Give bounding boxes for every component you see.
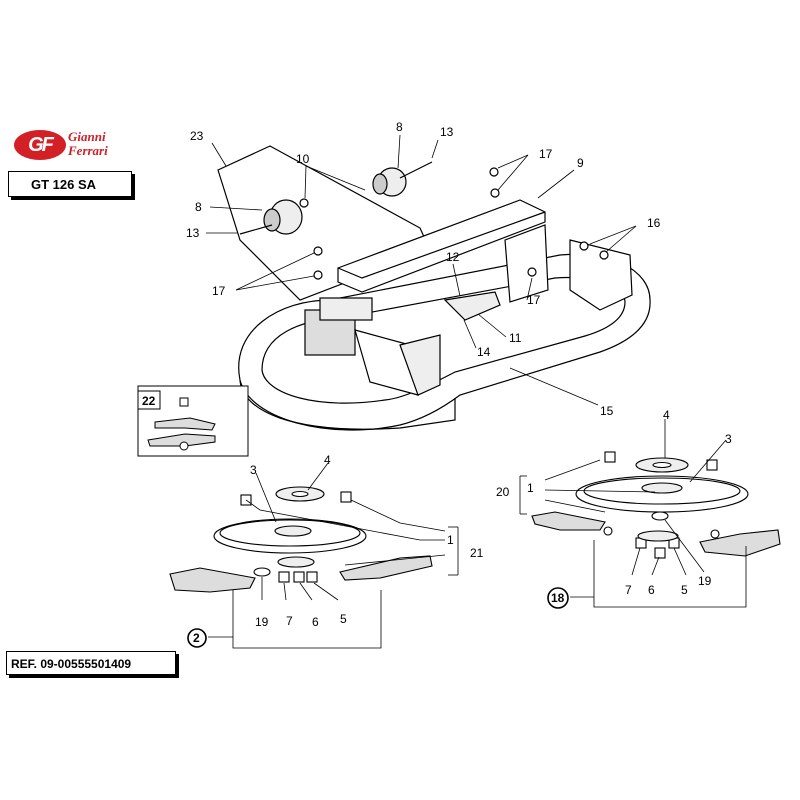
label-17-top: 17: [539, 147, 553, 161]
adjust-lever: [443, 291, 501, 321]
label-5-left: 5: [340, 612, 347, 626]
label-3-right: 3: [725, 432, 732, 446]
label-14: 14: [477, 345, 491, 359]
right-blade-assembly: [531, 451, 781, 559]
brand-logo: GF Gianni Ferrari: [14, 128, 124, 164]
label-6-left: 6: [312, 615, 319, 629]
right-bolt-c: [603, 526, 613, 536]
logo-mark-icon: GF: [14, 130, 66, 160]
inset-22-tag: [137, 390, 161, 410]
right-pulley-outer: [575, 475, 749, 513]
label-21: 21: [470, 546, 484, 560]
label-2: 2: [193, 631, 200, 645]
label-1-left: 1: [447, 533, 454, 547]
left-flange: [277, 556, 315, 568]
callout-circle-18: [547, 587, 569, 609]
label-12: 12: [446, 250, 460, 264]
label-6-right: 6: [648, 583, 655, 597]
label-17-right: 17: [527, 293, 541, 307]
nut-17c: [313, 246, 323, 256]
model-title: GT 126 SA: [8, 171, 132, 197]
left-blade-right: [339, 555, 433, 581]
label-8-left: 8: [195, 200, 202, 214]
nut-17b: [490, 188, 500, 198]
roller-right-face: [372, 173, 388, 195]
label-11: 11: [509, 331, 522, 345]
brand-name-line1: Gianni: [68, 129, 106, 144]
pin-13-left: [239, 224, 273, 235]
nut-10: [299, 198, 309, 208]
left-nut-5: [306, 571, 318, 583]
left-pulley-hub: [274, 525, 312, 537]
inset-nut: [179, 441, 189, 451]
gearbox-cap: [319, 297, 373, 321]
label-22: 22: [142, 394, 156, 408]
brand-name-line2: Ferrari: [68, 143, 108, 158]
right-flange: [637, 530, 679, 542]
label-7-right: 7: [625, 583, 632, 597]
part-labels: 23 8 13 10 17 9 8 13 16 12 17 17 11 14 1…: [142, 120, 732, 645]
right-washer-19: [651, 511, 669, 521]
inset-blade-upper: [154, 417, 216, 431]
right-bolt-b: [706, 459, 718, 471]
inset-blade-lower: [147, 433, 216, 447]
left-washer-19: [253, 567, 271, 577]
inset-22: [137, 385, 249, 457]
label-17-left: 17: [212, 284, 226, 298]
label-23: 23: [190, 129, 204, 143]
left-blade-assembly: [169, 486, 433, 593]
label-3-left: 3: [250, 463, 257, 477]
label-9: 9: [577, 156, 584, 170]
label-4-left: 4: [324, 453, 331, 467]
right-wheel-bracket: [569, 239, 633, 311]
inset-bolt: [179, 397, 189, 407]
label-19-right: 19: [698, 574, 712, 588]
nut-17e: [527, 267, 537, 277]
nut-17a: [489, 167, 499, 177]
right-pulley-hub: [641, 482, 683, 494]
label-5-right: 5: [681, 583, 688, 597]
label-18: 18: [551, 591, 565, 605]
right-bolt-d: [710, 529, 720, 539]
left-spacer-4-hole: [291, 490, 309, 498]
reference-code: REF. 09-00555501409: [6, 651, 176, 675]
left-nut-6: [293, 571, 305, 583]
pin-13-right: [399, 161, 433, 179]
roller-left-face: [263, 208, 281, 232]
right-nut-6: [654, 547, 666, 559]
frame-beam: [337, 199, 546, 293]
frame-beam-edge: [337, 211, 546, 279]
left-bolt-b: [340, 491, 352, 503]
label-10: 10: [296, 152, 310, 166]
nut-17d: [313, 270, 323, 280]
right-bracket: [504, 224, 549, 303]
left-plate: [399, 334, 441, 396]
label-7-left: 7: [286, 614, 293, 628]
pin-16b: [599, 250, 609, 260]
callout-circle-2: [187, 628, 207, 648]
label-19-left: 19: [255, 615, 269, 629]
label-13-top: 13: [440, 125, 454, 139]
label-20: 20: [496, 485, 510, 499]
right-spacer-4-hole: [652, 461, 672, 469]
label-15: 15: [600, 404, 614, 418]
label-16: 16: [647, 216, 661, 230]
left-nut-7: [278, 571, 290, 583]
pin-16a: [579, 241, 589, 251]
label-8-top: 8: [396, 120, 403, 134]
right-blade-left: [531, 511, 606, 531]
mower-deck-assembly: [217, 145, 651, 431]
left-blade-left: [169, 567, 256, 593]
right-blade-right: [699, 529, 781, 557]
label-4-right: 4: [663, 408, 670, 422]
leader-lines: [206, 134, 747, 649]
label-1-right: 1: [527, 481, 534, 495]
label-13-left: 13: [186, 226, 200, 240]
brand-name: Gianni Ferrari: [68, 130, 108, 158]
right-bolt-a: [604, 451, 616, 463]
left-pulley-rim: [219, 519, 361, 547]
